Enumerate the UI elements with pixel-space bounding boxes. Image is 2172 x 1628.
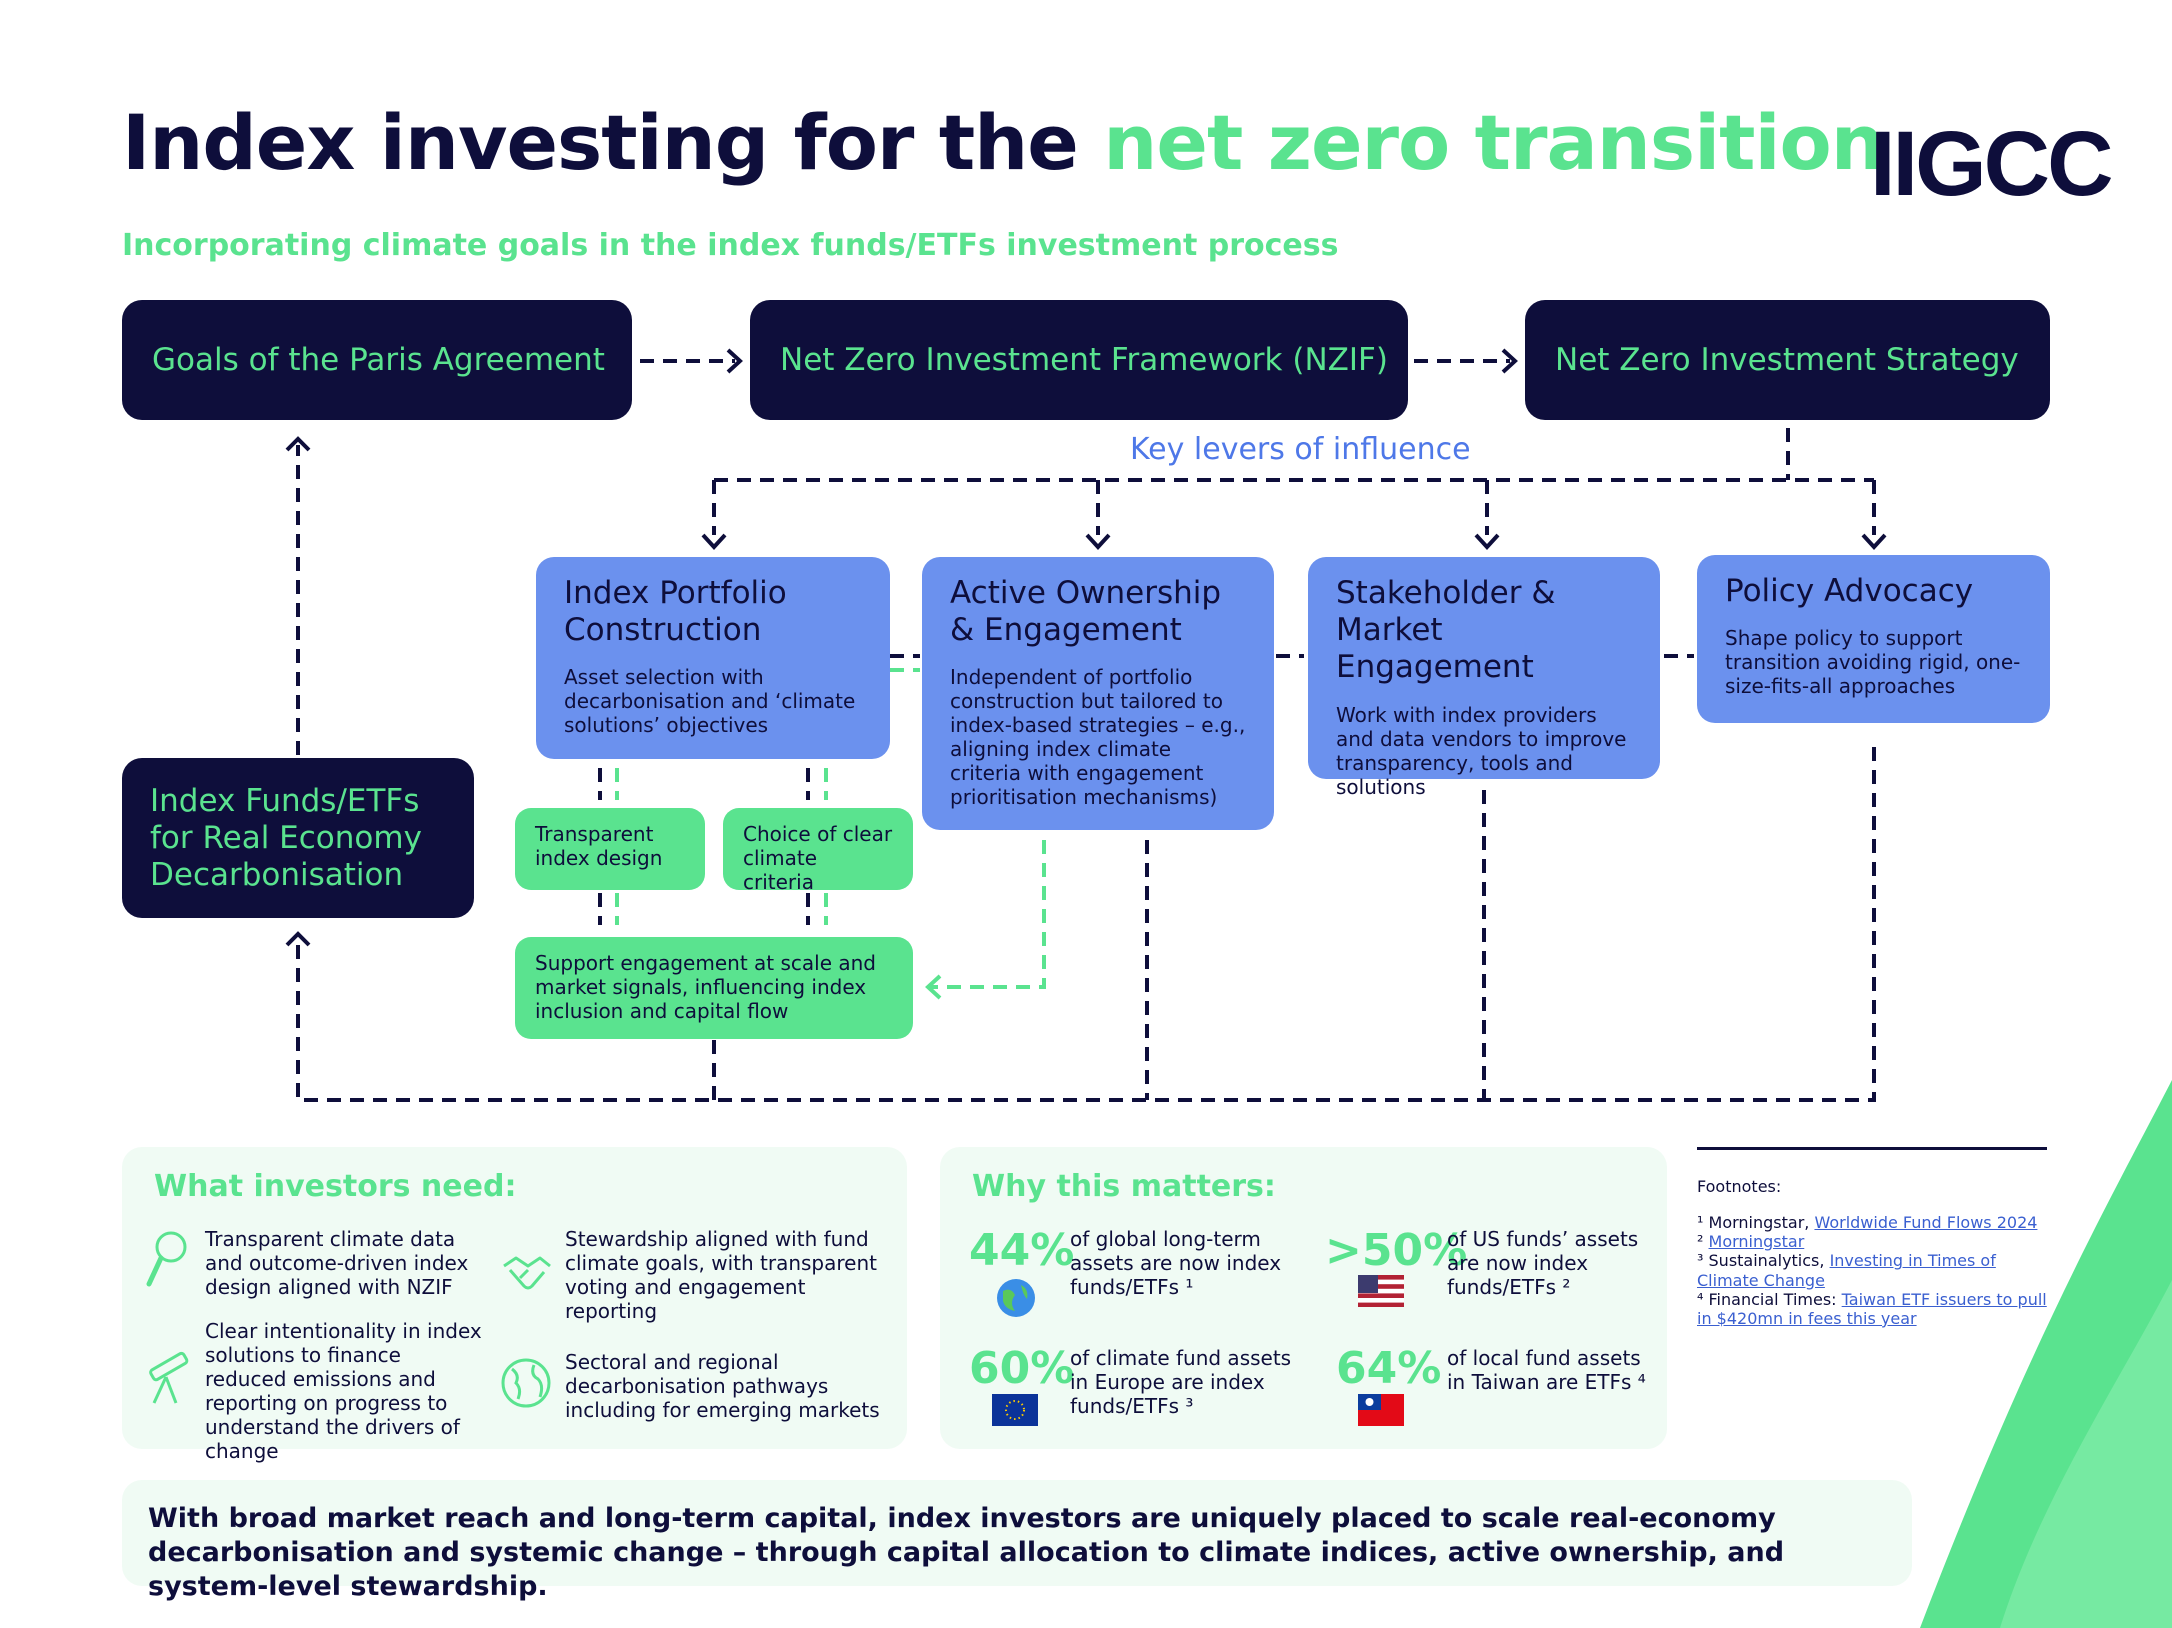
decorative-green-shape [1920,1080,2172,1628]
eu-flag-icon [992,1394,1038,1426]
lever-text: Shape policy to support transition avoid… [1725,626,2021,699]
why-matters-heading: Why this matters: [972,1169,1276,1204]
footnote-link[interactable]: Taiwan ETF issuers to pull in $420mn in … [1697,1289,2047,1328]
stat-text: of climate fund assets in Europe are ind… [1070,1346,1292,1418]
need-item: Stewardship aligned with fund climate go… [565,1227,877,1323]
lever-stakeholder: Stakeholder & Market Engagement Work wit… [1308,557,1660,799]
footnote-item: ³ Sustainalytics, Investing in Times of … [1697,1251,1996,1290]
footnote-item: ⁴ Financial Times: Taiwan ETF issuers to… [1697,1289,2047,1328]
support-engagement-box: Support engagement at scale and market s… [515,937,913,1039]
key-levers-label: Key levers of influence [1130,432,1471,467]
need-item: Sectoral and regional decarbonisation pa… [565,1350,880,1422]
clear-climate-criteria-box: Choice of clear climate criteria [723,808,913,894]
investors-need-panel: What investors need: Transparent climate… [122,1147,907,1463]
lever-active-ownership: Active Ownership & Engagement Independen… [922,557,1274,830]
footnotes-divider [1697,1147,2047,1150]
footnotes-heading: Footnotes: [1697,1177,1782,1196]
lever-title: Policy Advocacy [1725,573,1974,609]
lever-text: Independent of portfolio construction bu… [950,665,1246,810]
transparent-index-design-box: Transparent index design [515,808,705,890]
stat-value: 44% [969,1225,1075,1276]
iigcc-logo: IIGCC [1870,113,2114,215]
stat-value: 64% [1336,1343,1442,1394]
footnote-link[interactable]: Morningstar [1708,1232,1805,1252]
lever-title: Index Portfolio Construction [564,575,787,649]
us-flag-icon [1358,1275,1404,1307]
globe-icon [997,1279,1035,1317]
taiwan-flag-icon [1358,1394,1404,1426]
page-subtitle: Incorporating climate goals in the index… [122,228,1339,263]
telescope-icon [149,1351,189,1404]
lever-policy-advocacy: Policy Advocacy Shape policy to support … [1697,555,2050,723]
investors-need-heading: What investors need: [154,1169,517,1204]
footnote-item: ² Morningstar [1697,1232,1805,1252]
need-item: Transparent climate data and outcome-dri… [205,1227,469,1299]
handshake-icon [503,1256,551,1290]
lever-title: Stakeholder & Market Engagement [1336,575,1556,686]
net-zero-strategy-box: Net Zero Investment Strategy [1525,300,2050,420]
nzif-box: Net Zero Investment Framework (NZIF) [750,300,1408,420]
stat-text: of local fund assets in Taiwan are ETFs … [1447,1346,1646,1394]
lever-index-portfolio: Index Portfolio Construction Asset selec… [536,557,890,759]
stat-value: 60% [969,1343,1075,1394]
page-title: Index investing for the net zero transit… [122,98,1885,187]
magnifier-icon [146,1231,187,1287]
stat-value: >50% [1325,1225,1468,1276]
bottom-statement: With broad market reach and long-term ca… [122,1480,1912,1602]
paris-agreement-box: Goals of the Paris Agreement [122,300,632,420]
stat-text: of US funds’ assets are now index funds/… [1447,1227,1639,1299]
footnote-link[interactable]: Worldwide Fund Flows 2024 [1814,1213,2038,1232]
index-funds-box: Index Funds/ETFs for Real Economy Decarb… [122,758,474,918]
stat-text: of global long-term assets are now index… [1070,1227,1282,1299]
footnotes-list: ¹ Morningstar, Worldwide Fund Flows 2024… [1697,1213,2047,1328]
globe-icon [501,1358,551,1408]
need-item: Clear intentionality in index solutions … [205,1319,482,1463]
lever-text: Work with index providers and data vendo… [1336,702,1627,799]
lever-title: Active Ownership & Engagement [950,575,1222,649]
lever-text: Asset selection with decarbonisation and… [564,665,856,738]
footnote-item: ¹ Morningstar, Worldwide Fund Flows 2024 [1697,1213,2038,1232]
why-matters-panel: Why this matters: 44% of global long-ter… [940,1147,1667,1449]
footnote-link[interactable]: Investing in Times of Climate Change [1697,1251,1996,1290]
